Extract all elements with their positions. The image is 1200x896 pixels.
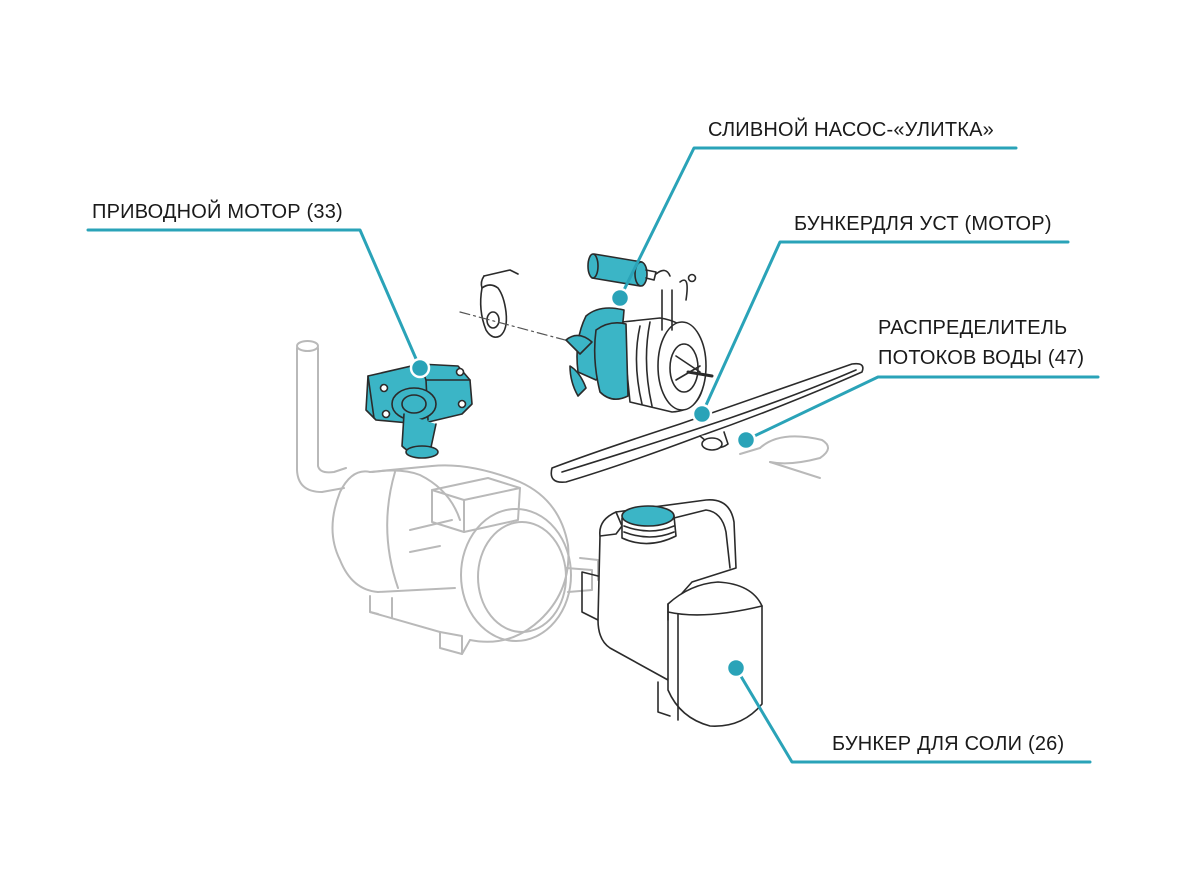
leader-dot-drive-motor	[409, 357, 431, 379]
leader-dot-motor-hopper	[691, 403, 713, 425]
leader-line-drain-pump	[618, 146, 1018, 300]
outlined-parts	[365, 253, 864, 727]
water-distributor-arm	[550, 362, 864, 484]
leader-lines	[86, 146, 1100, 764]
background-parts	[296, 340, 829, 655]
leader-dot-drain-pump	[609, 287, 631, 309]
leader-dot-salt-hopper	[725, 657, 747, 679]
drain-pump-volute	[565, 307, 629, 400]
label-water-distributor-line2: ПОТОКОВ ВОДЫ (47)	[878, 347, 1085, 369]
pipe-outline	[296, 340, 347, 493]
large-motor-outline	[331, 464, 599, 655]
leader-line-water-distributor	[744, 375, 1100, 442]
axis-line	[459, 311, 581, 345]
label-water-distributor-line1: РАСПРЕДЕЛИТЕЛЬ	[878, 317, 1068, 339]
gasket-clip	[479, 269, 519, 338]
label-salt-hopper: БУНКЕР ДЛЯ СОЛИ (26)	[832, 733, 1065, 755]
label-drive-motor: ПРИВОДНОЙ МОТОР (33)	[92, 201, 343, 223]
label-drain-pump: СЛИВНОЙ НАСОС-«УЛИТКА»	[708, 119, 994, 141]
leader-line-drive-motor	[86, 228, 422, 370]
drain-pump-body	[621, 273, 714, 413]
drive-motor-part	[365, 363, 473, 459]
leader-dot-water-distributor	[735, 429, 757, 451]
label-motor-hopper: БУНКЕРДЛЯ УСТ (МОТОР)	[794, 213, 1052, 235]
leader-line-motor-hopper	[700, 240, 1070, 416]
inlet-hose-outline	[739, 435, 829, 479]
leader-line-salt-hopper	[734, 666, 1092, 764]
salt-hopper	[581, 499, 763, 727]
leader-dots	[409, 287, 757, 679]
